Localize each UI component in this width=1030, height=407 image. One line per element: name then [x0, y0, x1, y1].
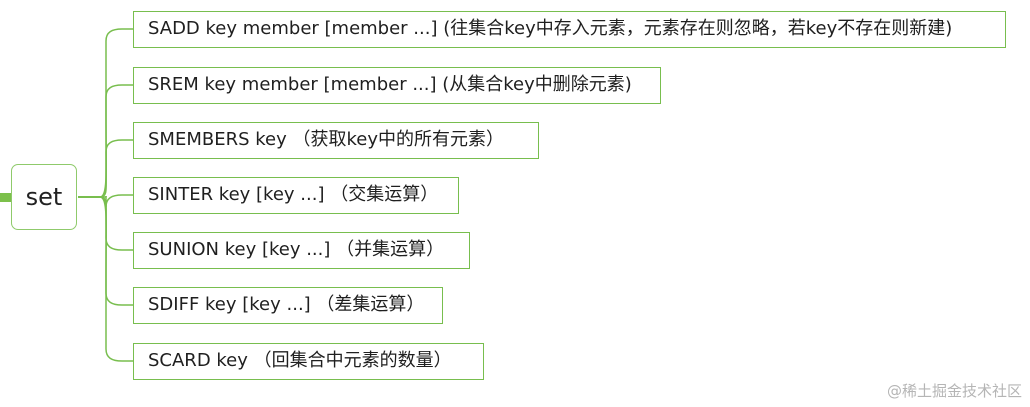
command-label: SCARD key （回集合中元素的数量）	[148, 350, 452, 371]
command-node-smembers: SMEMBERS key （获取key中的所有元素）	[133, 122, 539, 159]
command-node-sdiff: SDIFF key [key ...] （差集运算）	[133, 287, 443, 324]
connector-6	[78, 196, 133, 362]
connector-2	[78, 139, 133, 198]
command-label: SMEMBERS key （获取key中的所有元素）	[148, 129, 504, 150]
root-connector-stub	[0, 193, 11, 202]
command-node-sunion: SUNION key [key ...] （并集运算）	[133, 232, 470, 269]
command-label: SREM key member [member ...] (从集合key中删除元…	[148, 74, 632, 95]
command-node-sadd: SADD key member [member ...] (往集合key中存入元…	[133, 11, 1006, 48]
root-label: set	[25, 183, 63, 211]
command-node-srem: SREM key member [member ...] (从集合key中删除元…	[133, 67, 661, 104]
command-label: SDIFF key [key ...] （差集运算）	[148, 294, 425, 315]
root-node-set: set	[11, 164, 77, 230]
command-label: SADD key member [member ...] (往集合key中存入元…	[148, 18, 953, 39]
command-node-scard: SCARD key （回集合中元素的数量）	[133, 343, 484, 380]
command-label: SINTER key [key ...] （交集运算）	[148, 184, 439, 205]
command-label: SUNION key [key ...] （并集运算）	[148, 239, 445, 260]
watermark: @稀土掘金技术社区	[886, 382, 1022, 400]
command-node-sinter: SINTER key [key ...] （交集运算）	[133, 177, 459, 214]
